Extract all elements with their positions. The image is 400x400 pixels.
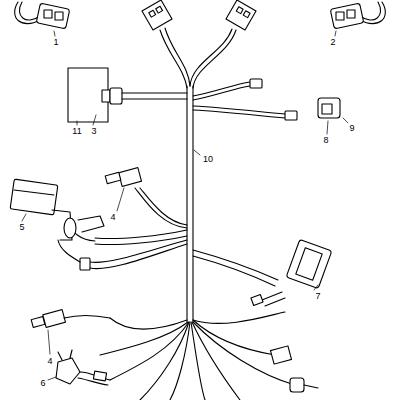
right-lower-branch	[193, 239, 332, 306]
callout-number: 11	[71, 126, 82, 136]
lower-fanout	[100, 312, 318, 400]
callout-number: 4	[46, 356, 53, 366]
callout-number: 3	[90, 126, 97, 136]
lower-switch	[31, 310, 110, 354]
callout-number: 1	[52, 37, 59, 47]
callout-number: 9	[348, 123, 355, 133]
callout-number: 7	[314, 291, 321, 301]
main-trunk	[187, 86, 200, 322]
callout-number: 5	[18, 222, 25, 232]
callout-number: 8	[322, 135, 329, 145]
right-branch	[193, 79, 348, 134]
callout-number: 2	[329, 37, 336, 47]
left-branch	[10, 168, 187, 270]
sensor-6	[48, 350, 110, 385]
relay-right	[330, 2, 385, 36]
top-connectors	[142, 0, 256, 88]
callout-number: 10	[202, 154, 214, 164]
callout-number: 6	[39, 378, 46, 388]
control-module	[68, 68, 187, 125]
callout-number: 4	[109, 212, 116, 222]
relay-left	[15, 2, 70, 36]
